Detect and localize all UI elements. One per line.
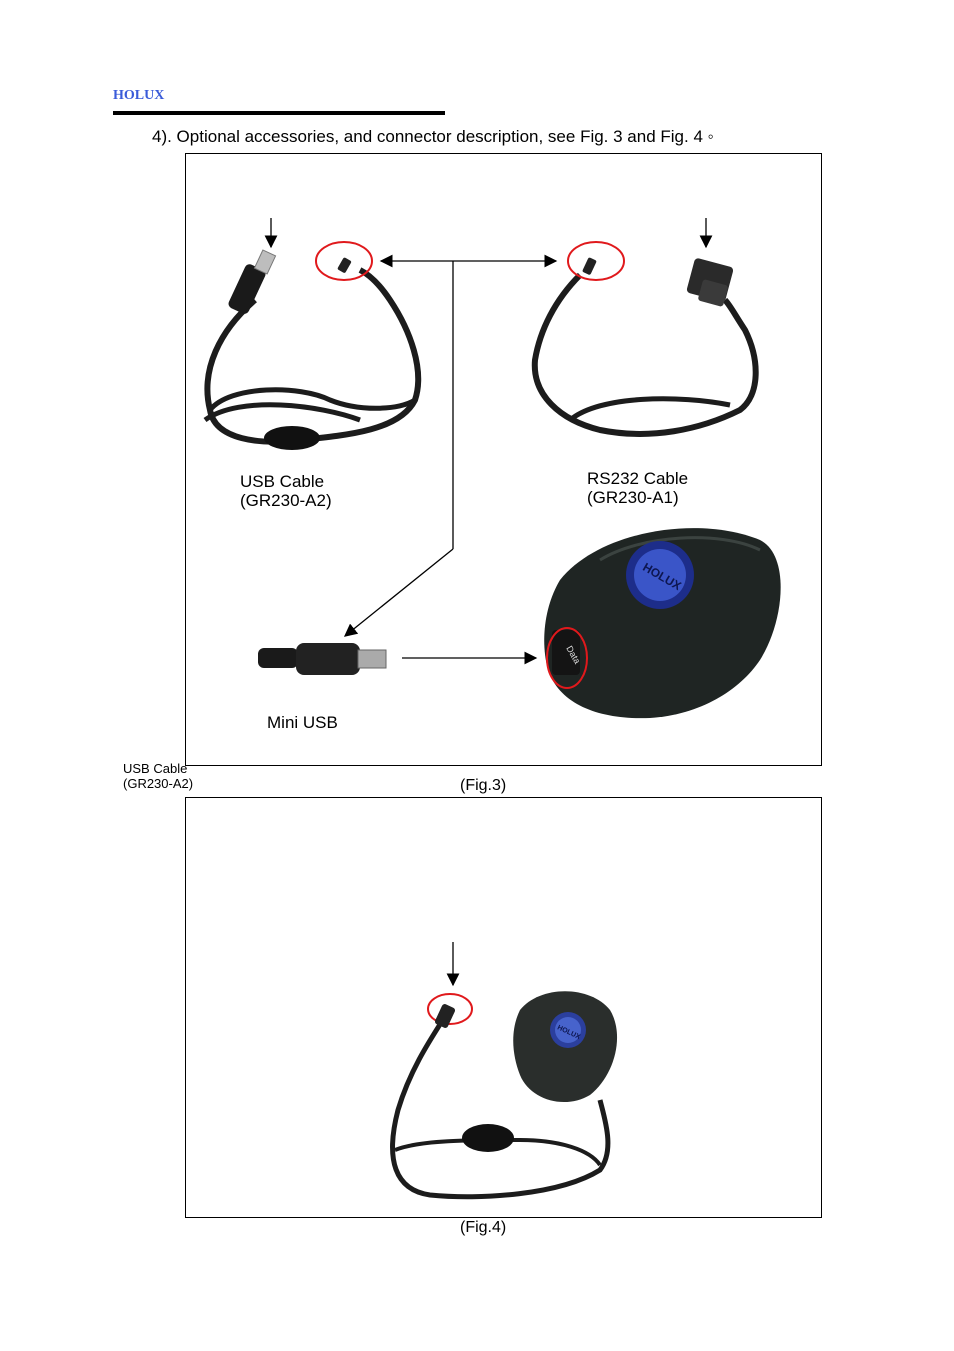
rs232-cable-model: (GR230-A1)	[587, 488, 679, 507]
highlight-circles	[315, 241, 625, 1025]
brand-logo-text: HOLUX	[113, 88, 165, 103]
rs232-cable-image	[531, 257, 759, 437]
usb-cable-model: (GR230-A2)	[240, 491, 332, 510]
side-note-line2: (GR230-A2)	[123, 776, 194, 791]
gps-device-image: HOLUX Data	[544, 528, 781, 719]
figure-3-arrows	[264, 218, 713, 665]
rs232-cable-label: RS232 Cable	[587, 469, 689, 488]
figure-4-frame	[185, 797, 822, 1218]
figure-4-caption: (Fig.4)	[460, 1219, 507, 1236]
header-rule	[113, 111, 445, 115]
section-heading: 4). Optional accessories, and connector …	[152, 127, 714, 146]
figure-4-cable-device-image: HOLUX	[390, 942, 618, 1200]
usb-cable-label: USB Cable	[240, 472, 325, 491]
mini-usb-label: Mini USB	[267, 713, 338, 732]
figure-3-caption: (Fig.3)	[460, 777, 507, 794]
usb-cable-image	[203, 249, 422, 450]
mini-usb-plug-image	[258, 643, 387, 675]
side-note-line1: USB Cable	[123, 761, 188, 776]
